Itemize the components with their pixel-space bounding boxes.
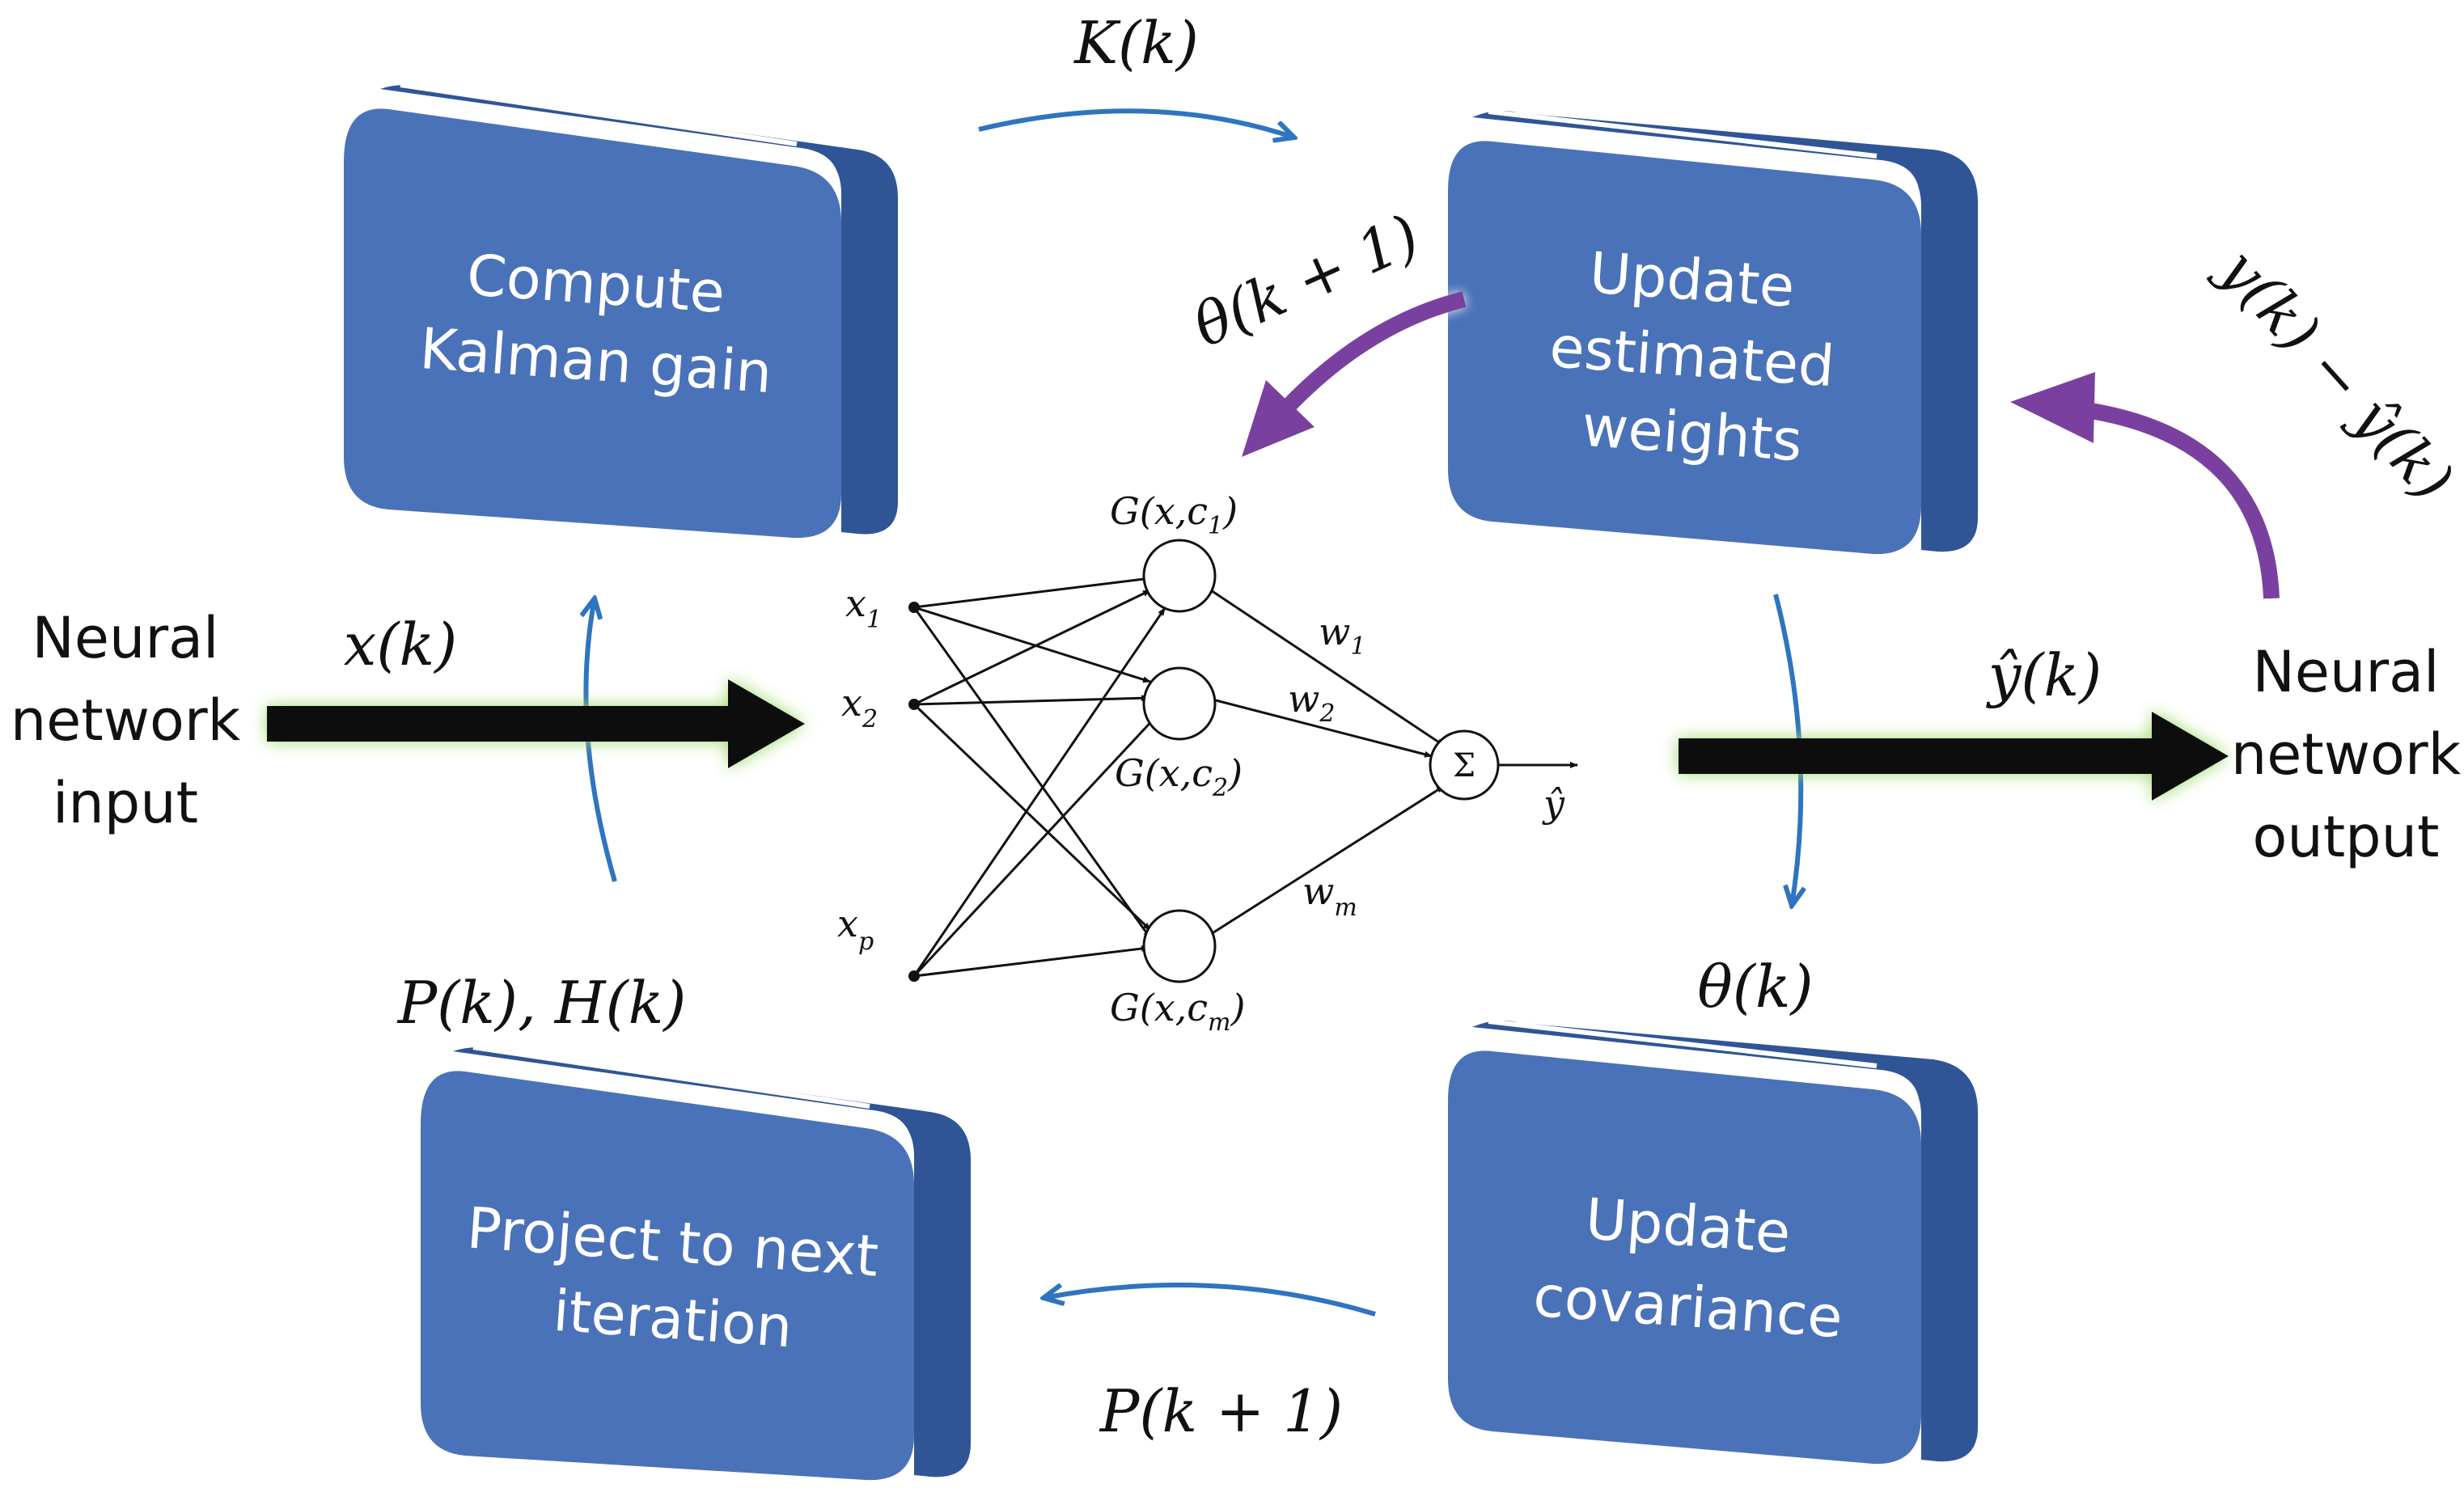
label-output-signal: ŷ(k) (1986, 641, 2102, 709)
input-hidden-connections (912, 576, 1166, 978)
flow-arrow-gain-to-weights (978, 108, 1294, 137)
node-label-2: G(x,c2) (1115, 751, 1243, 802)
weights-box-line3: weights (1580, 393, 1805, 475)
update-arrow-theta-next (1242, 291, 1467, 457)
input-label-p: xp (837, 902, 874, 956)
update-arrow-error (2010, 372, 2280, 599)
output-label-line2: network (2231, 721, 2462, 788)
box-compute-kalman-gain[interactable]: Compute Kalman gain (344, 82, 898, 539)
sum-symbol: Σ (1453, 747, 1475, 784)
weight-label-1: w1 (1319, 610, 1365, 661)
hidden-node-1 (1142, 539, 1217, 613)
node-label-1: G(x,c1) (1110, 489, 1238, 540)
box-update-estimated-weights[interactable]: Update estimated weights (1448, 109, 1978, 555)
input-node-p (908, 970, 920, 982)
flow-arrow-covariance-to-project (1044, 1283, 1376, 1317)
label-cov-next: P(k + 1) (1099, 1377, 1343, 1445)
node-label-m: G(x,cm) (1110, 986, 1245, 1037)
output-label-line1: Neural (2253, 639, 2440, 705)
rbf-network: Σ x1 x2 xp G(x,c1) G(x,c2) G(x,cm) w1 w2… (837, 489, 1578, 1037)
network-output-label: ŷ (1542, 782, 1565, 826)
input-label-2: x2 (841, 681, 878, 733)
weight-label-m: wm (1302, 869, 1357, 922)
sum-node (1429, 729, 1500, 801)
hidden-node-m (1142, 909, 1217, 983)
output-label-line3: output (2253, 804, 2440, 870)
input-label-1: x1 (845, 581, 882, 634)
signal-arrow-input (267, 679, 805, 768)
input-label-line1: Neural (32, 605, 219, 671)
hidden-node-2 (1142, 666, 1217, 741)
box-project-next-iteration[interactable]: Project to next iteration (421, 1045, 971, 1481)
signal-arrow-output (1679, 712, 2229, 801)
covariance-box-line1: Update (1583, 1186, 1793, 1266)
label-theta-next: θ(k + 1) (1183, 201, 1429, 361)
input-label-line2: network (11, 687, 241, 754)
input-node-2 (908, 699, 920, 710)
hidden-sum-connections (1210, 589, 1578, 936)
label-gain: K(k) (1073, 9, 1199, 77)
input-node-1 (908, 602, 920, 613)
input-label-line3: input (53, 770, 198, 836)
box-update-covariance[interactable]: Update covariance (1448, 1019, 1978, 1465)
label-input-signal: x(k) (344, 611, 457, 678)
weights-box-line1: Update (1587, 239, 1797, 319)
label-error: y(k) − ŷ(k) (2205, 234, 2464, 514)
label-projection: P(k), H(k) (396, 969, 687, 1037)
weight-label-2: w2 (1288, 677, 1335, 728)
label-theta: θ(k) (1697, 953, 1813, 1021)
